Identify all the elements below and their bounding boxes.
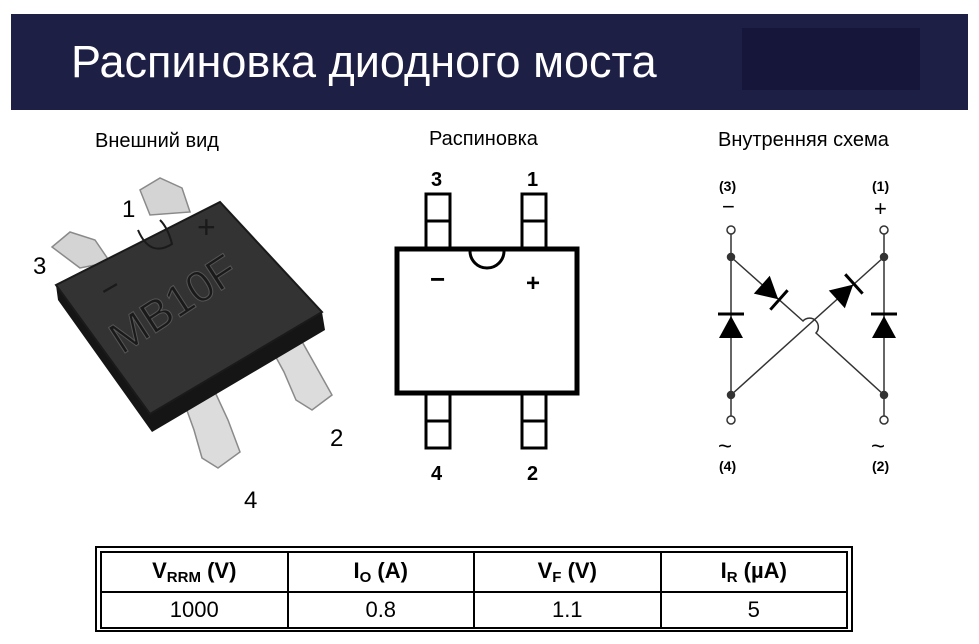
page-title: Распиновка диодного моста [71, 36, 657, 87]
appearance-label: Внешний вид [95, 130, 219, 152]
schematic-pin-3-label: (3) [719, 178, 736, 194]
schematic-pin-2-label: (2) [872, 458, 889, 474]
photo-plus-mark: + [197, 209, 216, 245]
pinout-drawing [394, 192, 580, 450]
pinout-notch [468, 250, 506, 270]
value-io: 0.8 [286, 591, 475, 629]
diode-diag-left [753, 275, 789, 311]
value-vf: 1.1 [473, 591, 662, 629]
photo-pin-2-label: 2 [330, 425, 344, 452]
value-vrrm: 1000 [100, 591, 289, 629]
header-vf: VF (V) [473, 551, 662, 593]
schematic-ac-right: ~ [871, 433, 885, 460]
schematic-plus: + [874, 196, 887, 221]
photo-pin-4-label: 4 [244, 487, 258, 514]
pinout-minus: − [430, 264, 445, 294]
photo-notch [137, 219, 174, 250]
terminal-1 [879, 225, 889, 235]
cross-wire-b [730, 256, 885, 396]
photo-body-side [56, 285, 325, 432]
photo-pin-3-label: 3 [33, 253, 47, 280]
diode-right [871, 312, 897, 338]
photo-body-top [54, 200, 324, 416]
terminal-4 [726, 415, 736, 425]
photo-pin-1-label: 1 [122, 196, 136, 223]
diode-left [718, 312, 744, 338]
table-header-row: VRRM (V) IO (A) VF (V) IR (µA) [100, 551, 848, 593]
diode-diag-right [828, 273, 864, 309]
bridge-photo: MB10F + − [50, 177, 333, 469]
photo-pin-1 [139, 177, 192, 216]
schematic-minus: − [722, 194, 735, 219]
photo-pin-2 [270, 337, 333, 411]
value-ir: 5 [659, 591, 848, 629]
pinout-body [394, 246, 580, 396]
photo-pin-4 [184, 391, 241, 469]
header-ir: IR (µA) [659, 551, 848, 593]
terminal-2 [879, 415, 889, 425]
schematic-label: Внутренняя схема [718, 129, 889, 151]
header-io: IO (A) [286, 551, 475, 593]
pinout-plus: + [526, 270, 540, 297]
terminal-3 [726, 225, 736, 235]
table-row: 1000 0.8 1.1 5 [100, 591, 848, 629]
schematic-ac-left: ~ [718, 433, 732, 460]
pinout-pin-1-label: 1 [527, 169, 538, 191]
cross-wire-a [730, 256, 885, 396]
title-banner: Распиновка диодного моста [11, 14, 968, 110]
pinout-pin-2-label: 2 [527, 463, 538, 485]
header-vrrm: VRRM (V) [100, 551, 289, 593]
schematic-pin-4-label: (4) [719, 458, 736, 474]
banner-dark-box [742, 28, 920, 90]
pinout-label: Распиновка [429, 128, 538, 150]
pinout-pin-3-label: 3 [431, 169, 442, 191]
internal-schematic [726, 225, 889, 425]
schematic-pin-1-label: (1) [872, 178, 889, 194]
spec-table: VRRM (V) IO (A) VF (V) IR (µA) 1000 0.8 … [95, 546, 853, 632]
pinout-pin-4-label: 4 [431, 463, 443, 485]
